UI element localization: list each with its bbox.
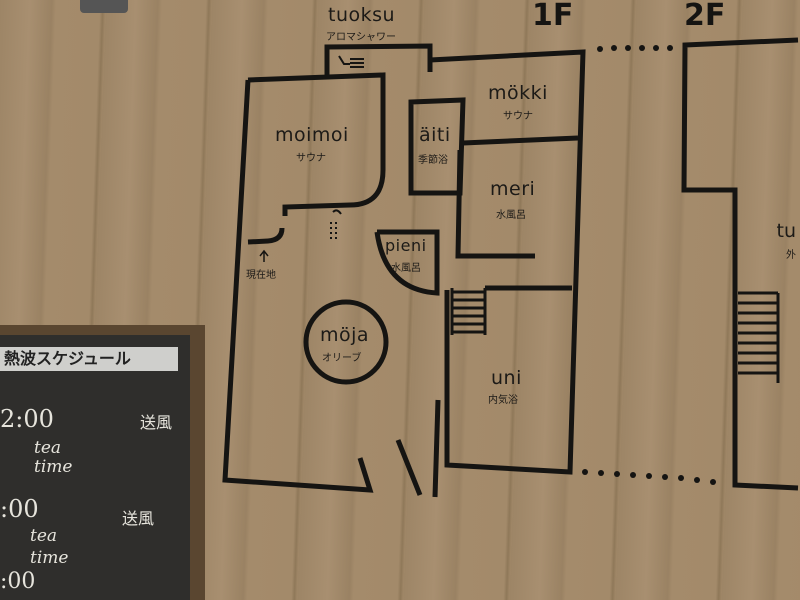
room-mokki-name: mökki: [488, 82, 548, 104]
wall-pieni: [374, 229, 440, 296]
schedule-type-1: 送風: [140, 413, 173, 432]
stairs-1f: [450, 288, 487, 335]
you-are-here-label: 現在地: [246, 270, 276, 281]
room-uni-name: uni: [491, 367, 522, 389]
room-moja-sub: オリーブ: [322, 353, 362, 364]
door-arc-left: [247, 227, 285, 245]
schedule-time-2: :00: [0, 495, 39, 523]
room-aiti-name: äiti: [419, 124, 451, 146]
schedule-time-3: :00: [0, 569, 36, 594]
wall-lamp: [80, 0, 128, 13]
schedule-time-1: 2:00: [0, 405, 54, 433]
connector-dots: [582, 45, 716, 485]
room-pieni-name: pieni: [385, 236, 427, 255]
wall-aiti: [408, 97, 466, 196]
room-tuoksu-name: tuoksu: [328, 4, 396, 26]
room-tu-sub: 外: [786, 250, 796, 261]
schedule-title: 熱波スケジュール: [0, 347, 178, 371]
room-uni-sub: 内気浴: [488, 395, 518, 406]
aroma-shower-icon: [338, 55, 364, 68]
wall-outer-left: [222, 79, 374, 493]
wall-meri: [455, 149, 535, 259]
wall-top-right: [429, 49, 586, 475]
chalkboard: 熱波スケジュール 2:00 送風 tea time :00 送風 tea tim…: [0, 325, 205, 600]
schedule-type-2: 送風: [122, 509, 155, 528]
room-moimoi-sub: サウナ: [296, 153, 326, 164]
wall-2f: [681, 37, 799, 491]
door-line-1: [395, 439, 423, 496]
room-meri-sub: 水風呂: [496, 210, 526, 221]
arrow-up-icon: [259, 249, 269, 262]
moja-bath: [303, 299, 389, 385]
stairs-2f: [738, 291, 780, 383]
schedule-event-2: tea time: [30, 526, 69, 568]
room-moimoi-name: moimoi: [275, 124, 349, 146]
schedule-event-1: tea time: [34, 438, 73, 477]
room-pieni-sub: 水風呂: [391, 263, 421, 274]
floor-1f-label: 1F: [532, 0, 574, 33]
wall-mokki-meri: [462, 135, 579, 146]
room-mokki-sub: サウナ: [503, 111, 533, 122]
room-aiti-sub: 季節浴: [418, 155, 448, 166]
floor-2f-label: 2F: [684, 0, 726, 33]
wall-moimoi: [247, 72, 386, 216]
room-tu-name: tu: [776, 220, 797, 242]
room-moja-name: möja: [320, 324, 370, 346]
room-tuoksu-sub: アロマシャワー: [326, 32, 396, 43]
door-line-2: [432, 399, 441, 498]
shower-icon: [330, 209, 342, 239]
room-meri-name: meri: [490, 178, 536, 200]
